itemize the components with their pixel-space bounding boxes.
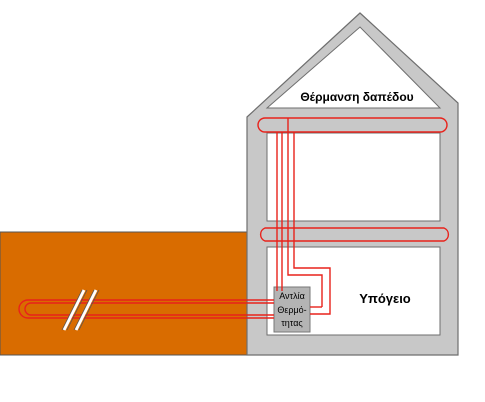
pipe-break-mark: [62, 289, 98, 331]
pump-label-line1: Αντλία: [279, 291, 305, 301]
roof-attic: [265, 26, 442, 109]
upper-floor-loop: [277, 117, 448, 133]
pump-label-line3: τητας: [281, 318, 303, 328]
heating-pipes: [18, 117, 450, 319]
ground-block: [0, 231, 248, 356]
ground-floor-room: [266, 132, 441, 222]
upper-floor-loop-left: [257, 117, 277, 133]
ground-collector-loop: [18, 299, 274, 319]
riser-right-a: [287, 118, 323, 307]
basement-label: Υπόγειο: [359, 291, 411, 306]
middle-floor-loop: [259, 227, 450, 242]
riser-right-b: [293, 132, 331, 315]
pipe-break-outline: [61, 289, 100, 331]
ground-collector-inner: [24, 302, 274, 316]
heat-pump-box: [273, 286, 311, 333]
roof-label: Θέρμανση δαπέδου: [300, 90, 413, 104]
pump-label-line2: Θερμό-: [277, 305, 306, 315]
